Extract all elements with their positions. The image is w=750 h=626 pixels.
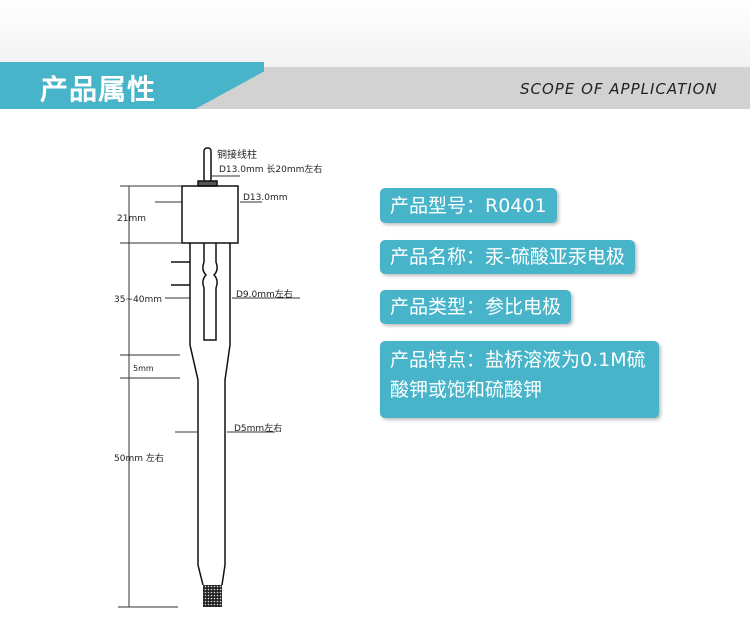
head-dimension: D13.0mm [243, 193, 288, 203]
upper-length: 35~40mm [114, 295, 162, 305]
property-features: 产品特点：盐桥溶液为0.1M硫酸钾或饱和硫酸钾 [380, 341, 659, 418]
property-text: 产品特点：盐桥溶液为0.1M硫酸钾或饱和硫酸钾 [390, 349, 646, 401]
property-model: 产品型号：R0401 [380, 188, 557, 223]
property-name: 产品名称：汞-硫酸亚汞电极 [380, 240, 635, 274]
copper-terminal-label: 铜接线柱 [217, 148, 257, 161]
lower-length: 50mm 左右 [114, 452, 164, 464]
property-text: 产品名称：汞-硫酸亚汞电极 [390, 246, 625, 268]
property-text: 产品型号：R0401 [390, 194, 547, 217]
porous-tip [203, 585, 222, 607]
head-length: 21mm [117, 214, 146, 224]
copper-terminal [203, 147, 212, 183]
section-title: 产品属性 [40, 73, 157, 106]
taper-length: 5mm [133, 364, 154, 373]
section-subtitle: SCOPE OF APPLICATION [520, 80, 718, 98]
inner-tube [202, 243, 218, 341]
upper-tube-dimension: D9.0mm左右 [236, 288, 293, 300]
outer-tube [189, 243, 231, 586]
property-type: 产品类型：参比电极 [380, 290, 572, 324]
top-fade [0, 0, 750, 67]
lower-tube-dimension: D5mm左右 [234, 422, 282, 434]
electrode-head [181, 185, 239, 244]
rod-dimension: D13.0mm 长20mm左右 [219, 163, 322, 175]
property-text: 产品类型：参比电极 [390, 296, 562, 318]
